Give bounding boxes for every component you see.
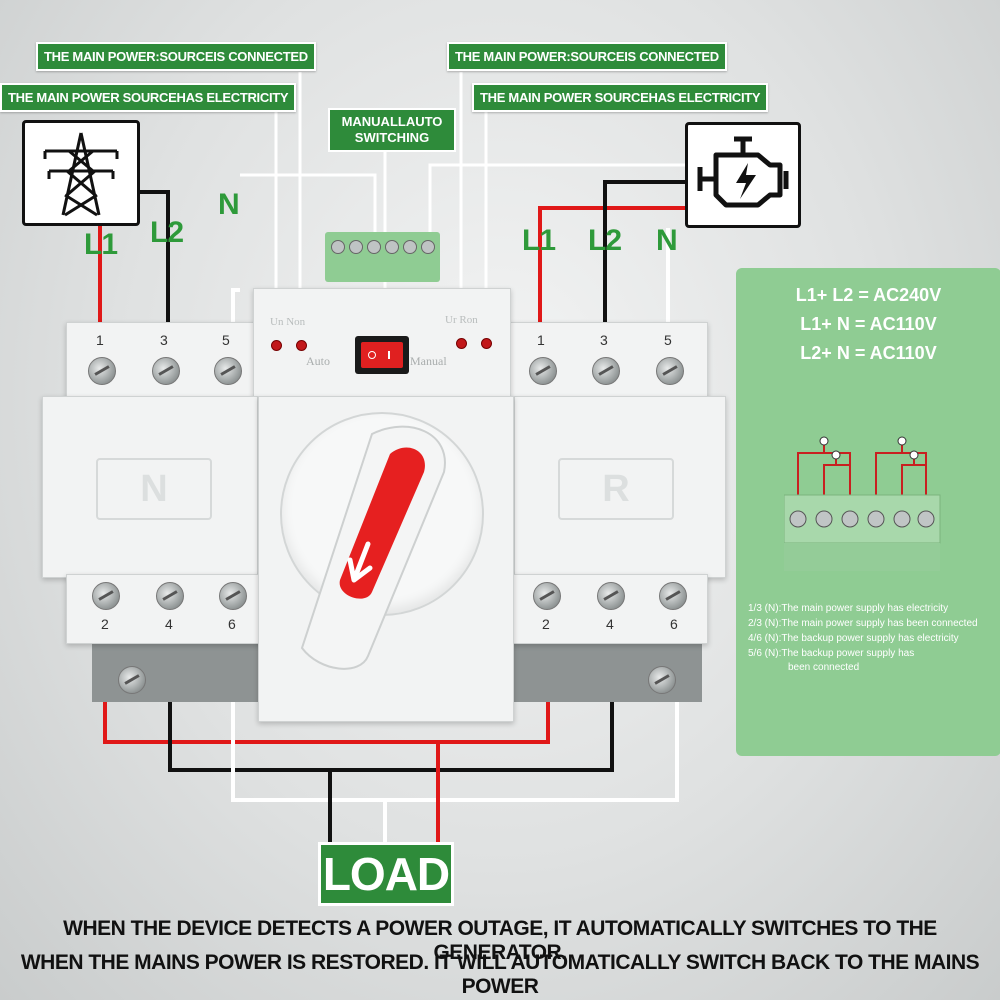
terminal-screw[interactable] bbox=[529, 357, 557, 385]
indicator-label-right: Ur Ron bbox=[445, 314, 478, 326]
legend-row: 5/6 (N):The backup power supply has bbox=[748, 648, 914, 659]
wire-left-n bbox=[231, 288, 240, 330]
phase-left-n: N bbox=[218, 188, 240, 221]
terminal-screw[interactable] bbox=[219, 582, 247, 610]
terminal-number: 4 bbox=[165, 616, 173, 632]
wire-control-left bbox=[240, 173, 377, 235]
wire-right-l1 bbox=[538, 206, 685, 330]
engine-generator-icon bbox=[685, 122, 801, 228]
control-connector bbox=[325, 232, 440, 282]
phase-right-n: N bbox=[656, 224, 678, 257]
phase-right-l1: L1 bbox=[522, 224, 556, 257]
legend-text: :The backup power supply has electricity bbox=[778, 633, 959, 644]
footer-line-2: WHEN THE MAINS POWER IS RESTORED. IT WIL… bbox=[20, 951, 980, 998]
phase-left-l2: L2 bbox=[150, 216, 184, 249]
mode-label-manual: Manual bbox=[410, 354, 447, 368]
right-module bbox=[514, 396, 726, 578]
label-right-connected: THE MAIN POWER:SOURCEIS CONNECTED bbox=[447, 42, 727, 71]
auto-manual-toggle[interactable] bbox=[355, 336, 409, 374]
terminal-screw[interactable] bbox=[656, 357, 684, 385]
phase-right-l2: L2 bbox=[588, 224, 622, 257]
formula-l2-n: L2+ N = AC110V bbox=[800, 343, 937, 363]
terminal-screw[interactable] bbox=[597, 582, 625, 610]
wire-left-l2 bbox=[135, 190, 170, 330]
terminal-number: 6 bbox=[670, 616, 678, 632]
led-right-electricity bbox=[481, 338, 492, 349]
legend-code: 5/6 (N) bbox=[748, 648, 779, 659]
terminal-number: 1 bbox=[96, 332, 104, 348]
terminal-number: 3 bbox=[160, 332, 168, 348]
legend-code: 1/3 (N) bbox=[748, 603, 779, 614]
terminal-screw[interactable] bbox=[659, 582, 687, 610]
terminal-screw[interactable] bbox=[88, 357, 116, 385]
rail-screw-left bbox=[118, 666, 146, 694]
phase-left-l1: L1 bbox=[84, 228, 118, 261]
label-right-electricity: THE MAIN POWER SOURCEHAS ELECTRICITY bbox=[472, 83, 769, 112]
wire-control-right bbox=[428, 163, 690, 235]
wire-right-l2 bbox=[603, 180, 685, 330]
led-right-connected bbox=[456, 338, 467, 349]
legend-text: been connected bbox=[788, 662, 860, 673]
rotary-handle[interactable] bbox=[280, 410, 480, 670]
label-switching-line1: MANUALLAUTO bbox=[341, 114, 443, 129]
terminal-screw[interactable] bbox=[533, 582, 561, 610]
terminal-number: 2 bbox=[542, 616, 550, 632]
terminal-screw[interactable] bbox=[156, 582, 184, 610]
legend-text: :The backup power supply has bbox=[778, 648, 915, 659]
label-switching: MANUALLAUTO SWITCHING bbox=[328, 108, 456, 152]
led-left-connected bbox=[296, 340, 307, 351]
terminal-number: 5 bbox=[222, 332, 230, 348]
connector-screw bbox=[367, 240, 381, 254]
terminal-number: 5 bbox=[664, 332, 672, 348]
label-left-electricity: THE MAIN POWER SOURCEHAS ELECTRICITY bbox=[0, 83, 297, 112]
terminal-screw[interactable] bbox=[92, 582, 120, 610]
connector-screw bbox=[421, 240, 435, 254]
label-switching-line2: SWITCHING bbox=[354, 130, 430, 145]
terminal-number: 2 bbox=[101, 616, 109, 632]
connector-screw bbox=[403, 240, 417, 254]
right-module-badge: R bbox=[558, 458, 674, 520]
transmission-tower-icon bbox=[22, 120, 140, 226]
mode-label-auto: Auto bbox=[306, 354, 330, 368]
legend-text: :The main power supply has electricity bbox=[778, 603, 949, 614]
formula-l1-n: L1+ N = AC110V bbox=[800, 314, 937, 334]
legend-code: 4/6 (N) bbox=[748, 633, 779, 644]
terminal-number: 4 bbox=[606, 616, 614, 632]
footer-line-1: WHEN THE DEVICE DETECTS A POWER OUTAGE, … bbox=[63, 917, 937, 964]
rail-screw-right bbox=[648, 666, 676, 694]
connector-screw bbox=[331, 240, 345, 254]
terminal-number: 6 bbox=[228, 616, 236, 632]
terminal-screw[interactable] bbox=[592, 357, 620, 385]
connector-screw bbox=[349, 240, 363, 254]
left-module bbox=[42, 396, 258, 578]
legend-text: :The main power supply has been connecte… bbox=[778, 618, 978, 629]
terminal-number: 1 bbox=[537, 332, 545, 348]
legend-row: been connected bbox=[788, 662, 859, 673]
wire-out-white bbox=[231, 625, 679, 802]
terminal-screw[interactable] bbox=[152, 357, 180, 385]
legend-row: 4/6 (N):The backup power supply has elec… bbox=[748, 633, 959, 644]
label-left-connected: THE MAIN POWER:SOURCEIS CONNECTED bbox=[36, 42, 316, 71]
legend-code: 2/3 (N) bbox=[748, 618, 779, 629]
mini-terminal-diagram bbox=[783, 425, 944, 571]
formula-l1-l2: L1+ L2 = AC240V bbox=[795, 285, 942, 305]
connector-screw bbox=[385, 240, 399, 254]
terminal-number: 3 bbox=[600, 332, 608, 348]
indicator-label-left: Un Non bbox=[270, 316, 306, 328]
terminal-screw[interactable] bbox=[214, 357, 242, 385]
load-label: LOAD bbox=[318, 842, 454, 906]
left-module-badge: N bbox=[96, 458, 212, 520]
legend-row: 2/3 (N):The main power supply has been c… bbox=[748, 618, 978, 629]
legend-row: 1/3 (N):The main power supply has electr… bbox=[748, 603, 948, 614]
led-left-electricity bbox=[271, 340, 282, 351]
